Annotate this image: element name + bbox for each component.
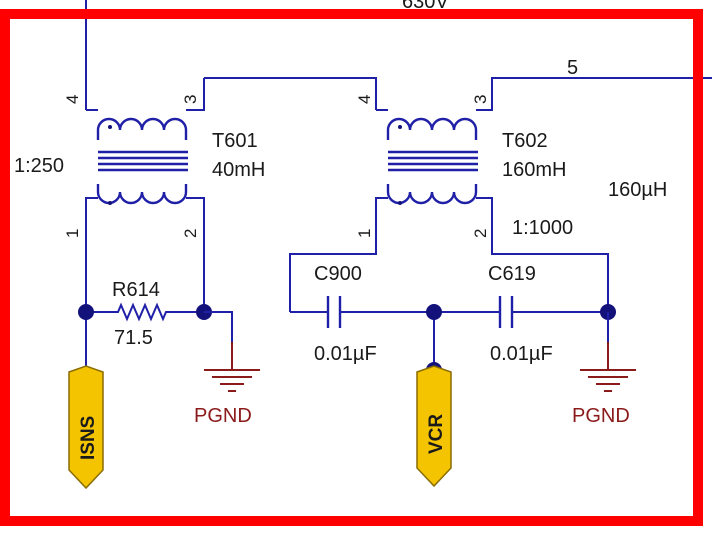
junction-dot (426, 304, 442, 320)
highlight-frame (0, 9, 703, 526)
t602-primary-coil (386, 117, 478, 140)
t601-pin3-number: 3 (181, 95, 200, 104)
t602-secondary-coil (386, 184, 478, 205)
isns-port-label: ISNS (78, 416, 99, 460)
t601-primary-coil (96, 117, 188, 140)
t601-pin3-wire (186, 78, 205, 111)
transformer-t601[interactable]: 4 3 1 2 T601 40mH 1:250 (14, 0, 265, 312)
net-label-5: 5 (567, 57, 578, 79)
capacitor-c619[interactable]: C619 0.01µF (434, 263, 608, 365)
t601-polarity-dot-top (108, 125, 112, 129)
t602-pin3-wire (476, 77, 712, 111)
t602-pin1-wire (289, 197, 388, 312)
t601-polarity-dot-bottom (108, 201, 112, 205)
port-vcr[interactable]: VCR (416, 365, 452, 488)
t602-inductance: 160mH (502, 159, 566, 181)
t601-pin1-wire (85, 197, 98, 312)
t602-pin2-wire (476, 197, 609, 312)
vcr-port-flag (416, 365, 452, 488)
ground-icon (580, 342, 636, 392)
t602-polarity-dot-bottom (398, 201, 402, 205)
pgnd-symbol-right: PGND (572, 312, 636, 427)
t602-pin1-number: 1 (355, 229, 374, 238)
t601-pin1-number: 1 (63, 229, 82, 238)
r614-zigzag (86, 302, 204, 322)
t601-t602-link-wire (204, 77, 377, 110)
isns-port-flag (68, 365, 104, 490)
r614-value: 71.5 (114, 327, 153, 349)
pgnd-right-label: PGND (572, 405, 630, 427)
ground-icon (204, 342, 260, 392)
t602-reference: T602 (502, 130, 548, 152)
t601-secondary-coil (96, 184, 188, 205)
resistor-r614[interactable]: R614 71.5 (86, 279, 204, 349)
inductor-note-label: 160µH (608, 179, 667, 201)
pgnd-symbol-left: PGND (194, 311, 260, 427)
port-isns[interactable]: ISNS (68, 365, 104, 490)
t602-polarity-dot-top (398, 125, 402, 129)
t601-inductance: 40mH (212, 159, 265, 181)
t601-turns-ratio: 1:250 (14, 155, 64, 177)
t601-pin2-wire (186, 197, 205, 312)
t601-pin2-number: 2 (181, 229, 200, 238)
t602-pin4-number: 4 (355, 95, 374, 104)
t602-pin3-number: 3 (471, 95, 490, 104)
transformer-t602[interactable]: 4 3 1 2 T602 160mH 1:1000 (289, 77, 712, 312)
pgnd-left-wire (204, 311, 233, 342)
r614-reference: R614 (112, 279, 160, 301)
t602-pin2-number: 2 (471, 229, 490, 238)
vcr-port-label: VCR (426, 414, 447, 454)
c900-reference: C900 (314, 263, 362, 285)
capacitor-c900[interactable]: C900 0.01µF (290, 263, 434, 365)
t601-reference: T601 (212, 130, 258, 152)
junction-dot (78, 304, 94, 320)
c619-reference: C619 (488, 263, 536, 285)
pgnd-left-label: PGND (194, 405, 252, 427)
c619-value: 0.01µF (490, 343, 553, 365)
c900-value: 0.01µF (314, 343, 377, 365)
t602-turns-ratio: 1:1000 (512, 217, 573, 239)
t601-pin4-number: 4 (63, 95, 82, 104)
